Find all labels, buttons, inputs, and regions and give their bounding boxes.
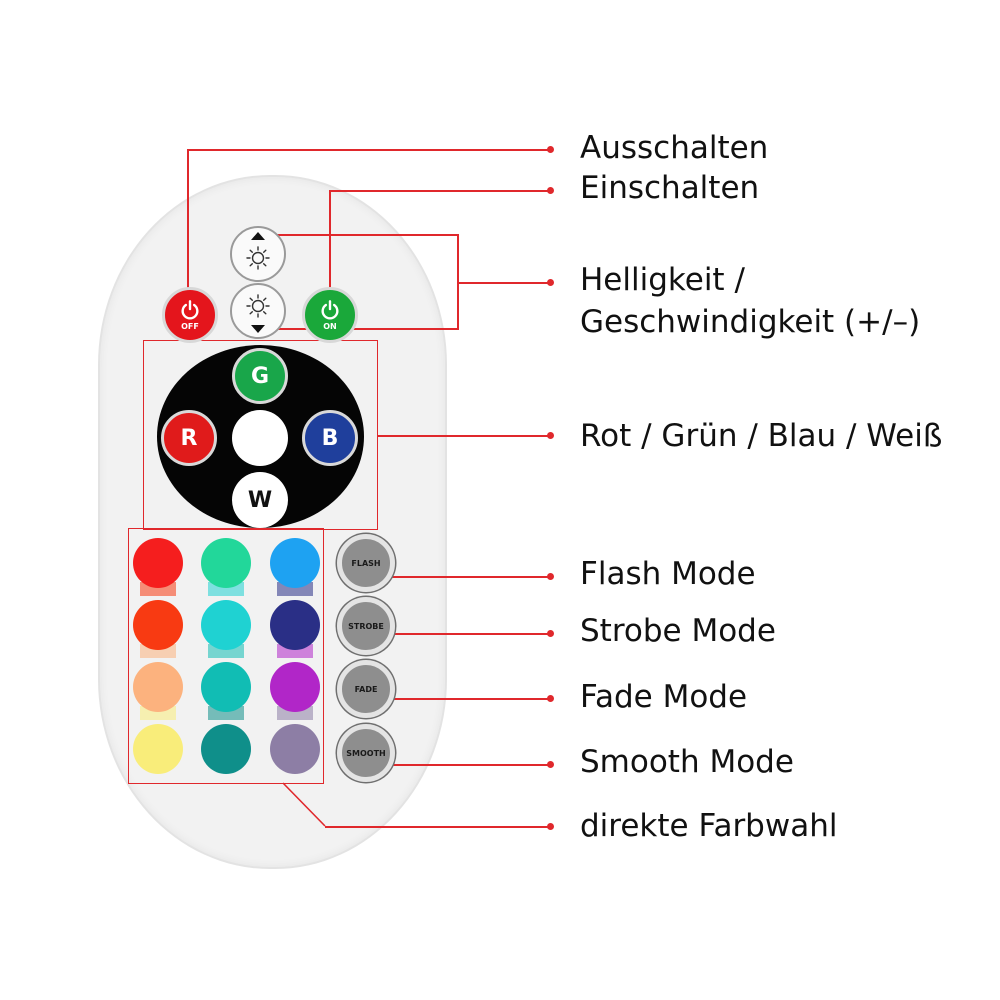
fade-button[interactable]: FADE [337, 660, 395, 718]
red-letter: R [180, 425, 198, 451]
power-icon [181, 300, 199, 320]
on-caption: ON [323, 322, 337, 331]
callout-fade-dot [547, 695, 554, 702]
callout-strobe-h [366, 633, 552, 635]
label-smooth: Smooth Mode [580, 744, 794, 780]
color-swatch-button[interactable] [201, 600, 251, 650]
sun-down-icon [246, 294, 270, 333]
off-caption: OFF [181, 322, 199, 331]
callout-direct-diagonal [282, 782, 326, 827]
callout-on-h [329, 190, 552, 192]
label-off: Ausschalten [580, 130, 769, 166]
brightness-down-button[interactable] [230, 283, 286, 339]
strobe-caption: STROBE [348, 621, 384, 631]
label-strobe: Strobe Mode [580, 613, 776, 649]
color-swatch-button[interactable] [201, 724, 251, 774]
flash-caption: FLASH [351, 558, 381, 568]
callout-off-h [187, 149, 552, 151]
label-fade: Fade Mode [580, 679, 748, 715]
blue-letter: B [321, 425, 339, 451]
callout-flash-dot [547, 573, 554, 580]
blue-button[interactable]: B [302, 410, 358, 466]
power-on-button[interactable]: ON [302, 287, 358, 343]
color-swatch-button[interactable] [270, 600, 320, 650]
callout-off-v [187, 149, 189, 289]
label-direct: direkte Farbwahl [580, 808, 838, 844]
callout-bright-top [272, 234, 459, 236]
label-brightness-1: Helligkeit / [580, 262, 745, 298]
color-swatch-button[interactable] [133, 600, 183, 650]
green-letter: G [250, 363, 270, 389]
color-swatch-button[interactable] [201, 538, 251, 588]
fade-caption: FADE [354, 684, 378, 694]
color-swatch-button[interactable] [270, 724, 320, 774]
callout-bright-h [457, 282, 552, 284]
flash-button[interactable]: FLASH [337, 534, 395, 592]
white-letter: W [247, 487, 273, 513]
callout-fade-h [366, 698, 552, 700]
color-swatch-button[interactable] [133, 538, 183, 588]
white-button[interactable]: W [232, 472, 288, 528]
green-button[interactable]: G [232, 348, 288, 404]
smooth-caption: SMOOTH [346, 748, 386, 758]
center-white-button[interactable] [232, 410, 288, 466]
color-swatch-button[interactable] [270, 662, 320, 712]
callout-on-v [329, 190, 331, 289]
callout-on-dot [547, 187, 554, 194]
callout-direct-h [325, 826, 552, 828]
power-off-button[interactable]: OFF [162, 287, 218, 343]
callout-rgbw-h [377, 435, 552, 437]
brightness-up-button[interactable] [230, 226, 286, 282]
callout-strobe-dot [547, 630, 554, 637]
label-on: Einschalten [580, 170, 760, 206]
power-icon [321, 300, 339, 320]
color-swatch-button[interactable] [270, 538, 320, 588]
callout-rgbw-dot [547, 432, 554, 439]
callout-off-dot [547, 146, 554, 153]
sun-up-icon [246, 232, 270, 270]
strobe-button[interactable]: STROBE [337, 597, 395, 655]
callout-direct-dot [547, 823, 554, 830]
callout-direct-box [128, 528, 324, 784]
color-swatch-button[interactable] [133, 662, 183, 712]
label-flash: Flash Mode [580, 556, 756, 592]
color-swatch-button[interactable] [133, 724, 183, 774]
callout-bright-bottom [272, 328, 459, 330]
red-button[interactable]: R [161, 410, 217, 466]
label-rgbw: Rot / Grün / Blau / Weiß [580, 418, 943, 454]
label-brightness-2: Geschwindigkeit (+/–) [580, 304, 921, 340]
smooth-button[interactable]: SMOOTH [337, 724, 395, 782]
callout-smooth-h [366, 764, 552, 766]
callout-smooth-dot [547, 761, 554, 768]
callout-flash-h [366, 576, 552, 578]
color-swatch-button[interactable] [201, 662, 251, 712]
callout-bright-dot [547, 279, 554, 286]
